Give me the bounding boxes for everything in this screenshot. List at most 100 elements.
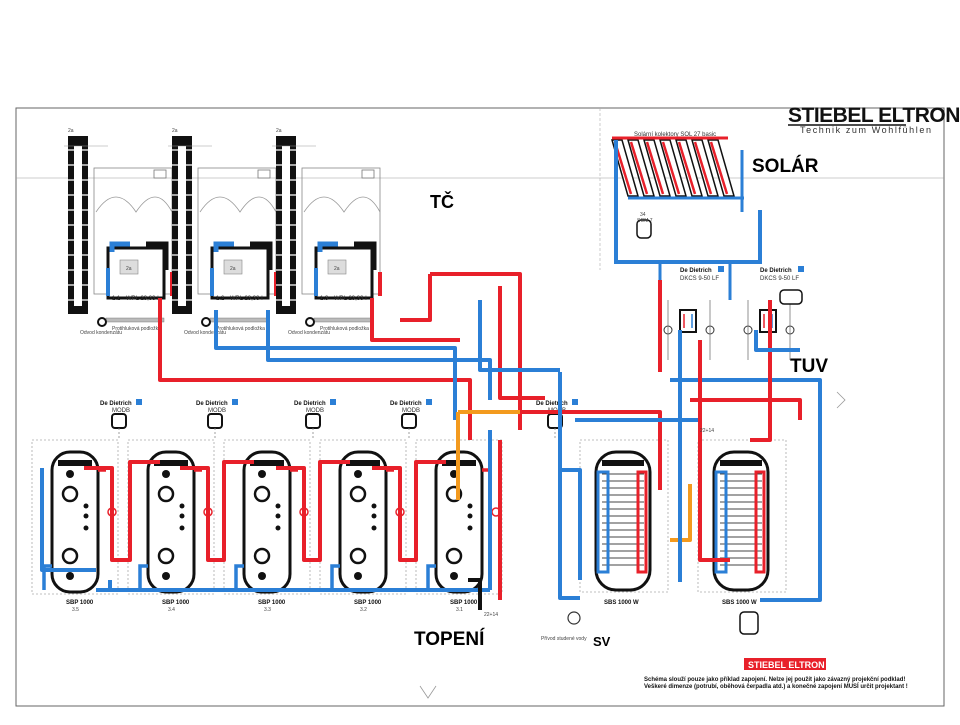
compressor-block — [223, 259, 243, 275]
tank-port-top — [354, 470, 362, 478]
solar-expansion-vessel — [779, 289, 803, 305]
compressor-block — [119, 259, 139, 275]
tank-top-cap — [250, 460, 284, 466]
note-22-14: 22+14 — [700, 428, 714, 434]
cold-water-label: Přívod studené vody — [541, 636, 587, 642]
tank-top-cap — [58, 460, 92, 466]
module-box — [305, 413, 321, 429]
station-brand: De Dietrich — [680, 268, 712, 274]
heat-pump-num: 1.2 — [216, 296, 225, 302]
heat-pump-top-tag: 2a — [68, 128, 74, 134]
collector-tube-hot — [709, 141, 729, 195]
tank-label: SBP 1000 — [354, 600, 382, 606]
footer-note-1: Schéma slouží pouze jako příklad zapojen… — [644, 677, 905, 683]
heat-pump-tag: 2a — [230, 266, 236, 272]
heat-pump-num: 1.3 — [320, 296, 329, 302]
cold-return-line-1 — [214, 310, 457, 420]
brand-name: STIEBEL ELTRON — [788, 104, 960, 127]
tank-flange-top — [157, 485, 175, 503]
station-label: DKCS 9-50 LF — [760, 276, 799, 282]
tank-sensor-port — [83, 525, 89, 531]
section-tc: TČ — [430, 191, 454, 212]
module-label: MODB — [306, 408, 324, 414]
station-brand: De Dietrich — [760, 268, 792, 274]
drain-pipe — [201, 317, 211, 327]
noise-pad — [313, 317, 373, 323]
collector-tube-hot — [693, 141, 713, 195]
buffer-cold-1 — [40, 468, 96, 572]
module-brand-mark — [330, 399, 336, 405]
tank-label: SBP 1000 — [450, 600, 478, 606]
sbs1-coil-return — [560, 468, 582, 580]
module-brand-mark — [136, 399, 142, 405]
frame-marker-right — [836, 391, 846, 409]
control-panel — [257, 169, 271, 179]
tank-label: SBP 1000 — [258, 600, 286, 606]
solar-collector-array — [611, 136, 744, 200]
chimney-inner — [74, 146, 82, 306]
footer-block: STIEBEL ELTRON Schéma slouží pouze jako … — [644, 658, 908, 690]
tank-label: SBP 1000 — [162, 600, 190, 606]
hp-black-duct — [354, 241, 377, 270]
footer-logo-text: STIEBEL ELTRON — [748, 660, 825, 670]
plate-exchanger — [679, 309, 697, 333]
module-brand: De Dietrich — [390, 401, 422, 407]
note-22-14-buffer: 22+14 — [484, 612, 498, 618]
tank-flange-bottom — [61, 547, 79, 565]
tank-shell — [242, 450, 292, 594]
tank-num: 3.2 — [360, 607, 367, 613]
tank-flange-bottom — [253, 547, 271, 565]
hp-cold-duct — [317, 241, 338, 252]
module-brand-mark — [232, 399, 238, 405]
hp-hot-riser — [498, 286, 545, 400]
section-topeni: TOPENÍ — [414, 628, 485, 650]
buffer-drain-stub — [468, 578, 482, 610]
module-brand: De Dietrich — [294, 401, 326, 407]
solar-expansion-tank — [636, 219, 652, 239]
tank-port-top — [258, 470, 266, 478]
tank-top-cap — [346, 460, 380, 466]
tank-sensor-port — [275, 525, 281, 531]
section-sv: SV — [593, 634, 611, 649]
hp-hot-main — [430, 272, 522, 430]
heat-pump-tag: 2a — [334, 266, 340, 272]
tuv-cold-feed — [558, 372, 580, 600]
base-label: Protihluková podložka — [216, 326, 265, 332]
drawing-frame — [15, 107, 945, 707]
station-brand-mark — [718, 266, 724, 272]
module-label: MODB — [208, 408, 226, 414]
solar-tank-name: SOM 7 — [637, 218, 653, 224]
tank-label: SBS 1000 W — [722, 600, 757, 606]
tank-port-bottom — [66, 572, 74, 580]
heat-pump-label: WPL 23,33 I — [126, 296, 159, 302]
tank-shell — [146, 450, 196, 594]
noise-pad — [209, 317, 269, 323]
tank-port-bottom — [162, 572, 170, 580]
collector-tube-hot — [677, 141, 697, 195]
tank-num: 3.1 — [456, 607, 463, 613]
hot-distribution-line — [158, 298, 472, 400]
tank-flange-top — [349, 485, 367, 503]
module-box — [111, 413, 127, 429]
footer-note-2: Veškeré dimenze (potrubí, oběhová čerpad… — [644, 682, 908, 690]
module-label: MODB — [402, 408, 420, 414]
chimney-inner — [282, 146, 290, 306]
drain-pipe — [97, 317, 107, 327]
tank-flange-top — [253, 485, 271, 503]
tank-sensor-port — [83, 503, 89, 509]
tank-shell — [338, 450, 388, 594]
tank-flange-bottom — [349, 547, 367, 565]
hp-cold-riser — [478, 300, 560, 372]
tank-num: 3.5 — [72, 607, 79, 613]
section-solar: SOLÁR — [752, 155, 819, 177]
tank-num: 3.3 — [264, 607, 271, 613]
